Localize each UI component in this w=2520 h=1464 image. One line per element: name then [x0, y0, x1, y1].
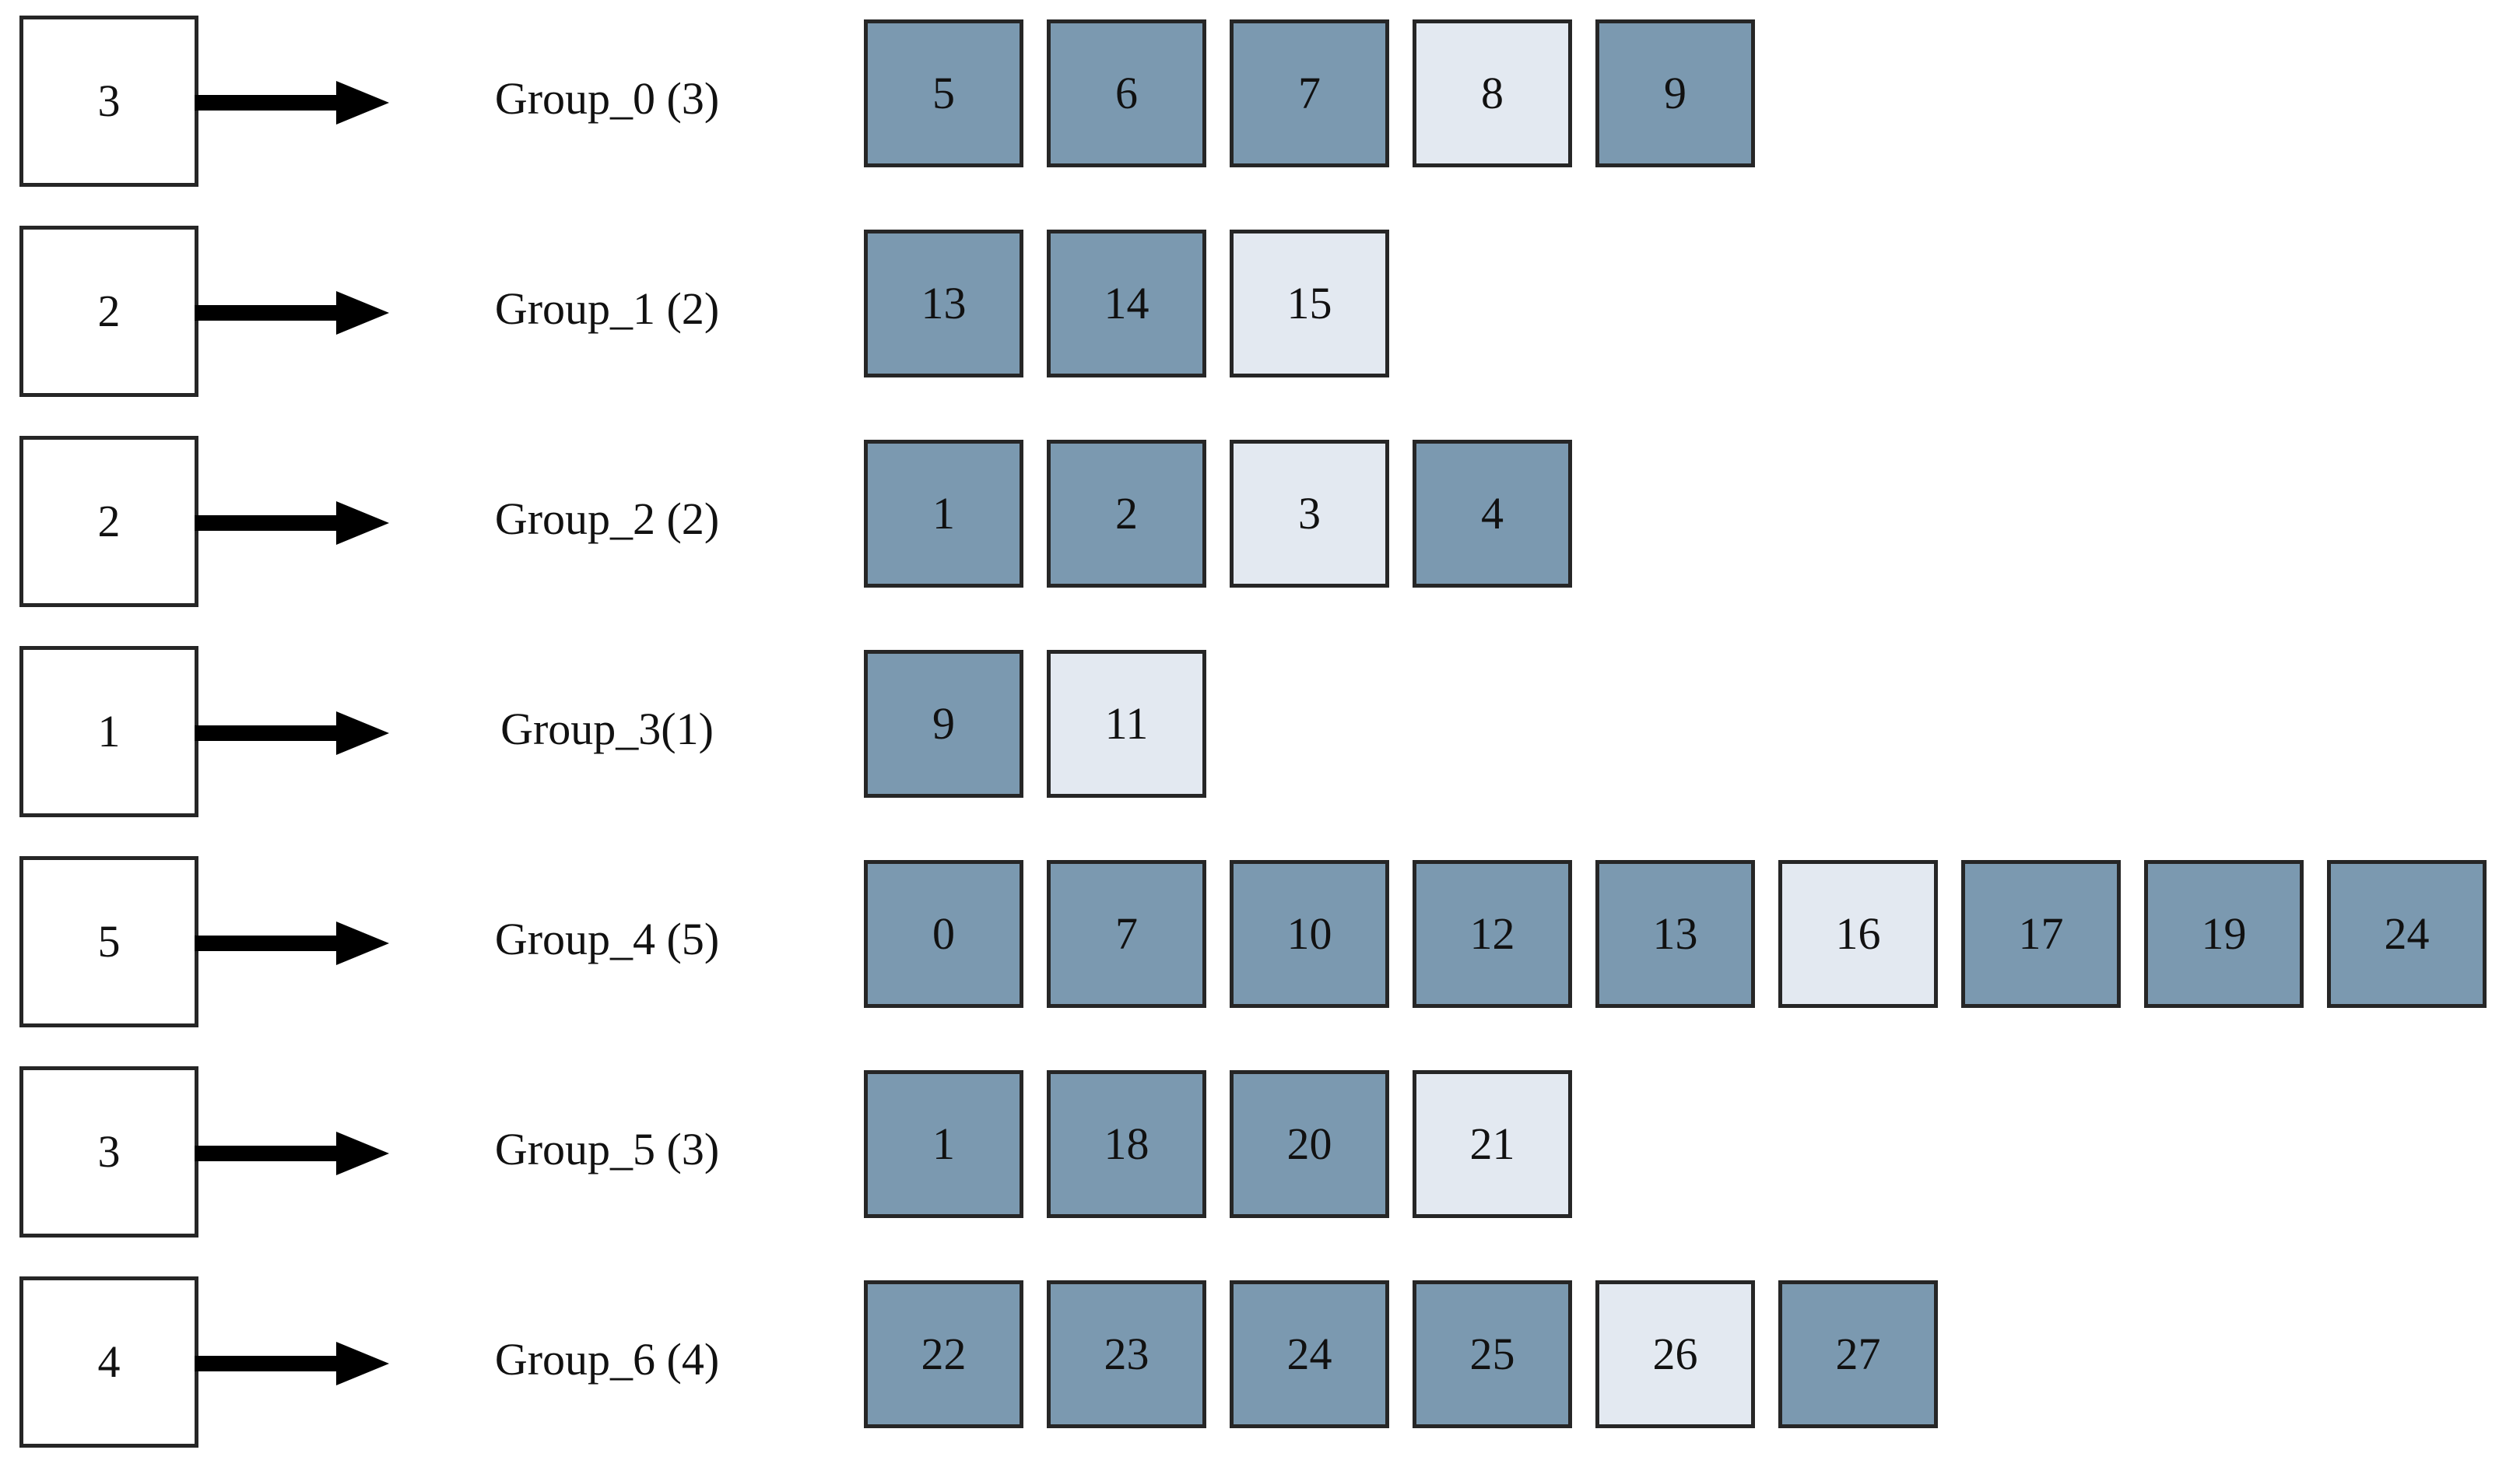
- tile: 24: [1230, 1280, 1389, 1428]
- right-arrow-icon: [195, 1132, 389, 1175]
- group-count-box: 4: [19, 1276, 198, 1448]
- group-count-box: 2: [19, 436, 198, 607]
- group-label: Group_3(1): [500, 704, 714, 754]
- group-count-box: 5: [19, 856, 198, 1027]
- tile: 13: [864, 230, 1023, 377]
- tile: 8: [1413, 19, 1572, 167]
- tile: 18: [1047, 1070, 1206, 1218]
- group-count-box: 3: [19, 1066, 198, 1238]
- tile: 19: [2144, 860, 2304, 1008]
- tile: 16: [1778, 860, 1938, 1008]
- group-count-box: 2: [19, 226, 198, 397]
- group-label: Group_0 (3): [494, 73, 720, 124]
- tile: 26: [1595, 1280, 1755, 1428]
- tile: 14: [1047, 230, 1206, 377]
- tile: 25: [1413, 1280, 1572, 1428]
- tile: 1: [864, 1070, 1023, 1218]
- group-label: Group_2 (2): [494, 493, 720, 544]
- tile: 27: [1778, 1280, 1938, 1428]
- group-label: Group_1 (2): [494, 283, 720, 334]
- right-arrow-icon: [195, 81, 389, 125]
- tile: 7: [1047, 860, 1206, 1008]
- right-arrow-icon: [195, 711, 389, 755]
- tile: 11: [1047, 650, 1206, 798]
- group-label: Group_5 (3): [494, 1124, 720, 1174]
- tile: 17: [1961, 860, 2121, 1008]
- tile: 7: [1230, 19, 1389, 167]
- tile: 15: [1230, 230, 1389, 377]
- group-count-box: 3: [19, 16, 198, 187]
- tile: 3: [1230, 440, 1389, 588]
- tile: 5: [864, 19, 1023, 167]
- tile: 21: [1413, 1070, 1572, 1218]
- tile: 9: [864, 650, 1023, 798]
- tile: 1: [864, 440, 1023, 588]
- tile: 0: [864, 860, 1023, 1008]
- tile: 22: [864, 1280, 1023, 1428]
- right-arrow-icon: [195, 501, 389, 545]
- group-label: Group_6 (4): [494, 1334, 720, 1385]
- tile: 4: [1413, 440, 1572, 588]
- tile: 13: [1595, 860, 1755, 1008]
- tile: 23: [1047, 1280, 1206, 1428]
- right-arrow-icon: [195, 1342, 389, 1385]
- tile: 12: [1413, 860, 1572, 1008]
- group-count-box: 1: [19, 646, 198, 817]
- group-label: Group_4 (5): [494, 914, 720, 964]
- tile: 24: [2327, 860, 2487, 1008]
- tile: 9: [1595, 19, 1755, 167]
- right-arrow-icon: [195, 922, 389, 965]
- tile: 10: [1230, 860, 1389, 1008]
- tile: 6: [1047, 19, 1206, 167]
- tile: 2: [1047, 440, 1206, 588]
- right-arrow-icon: [195, 291, 389, 335]
- tile: 20: [1230, 1070, 1389, 1218]
